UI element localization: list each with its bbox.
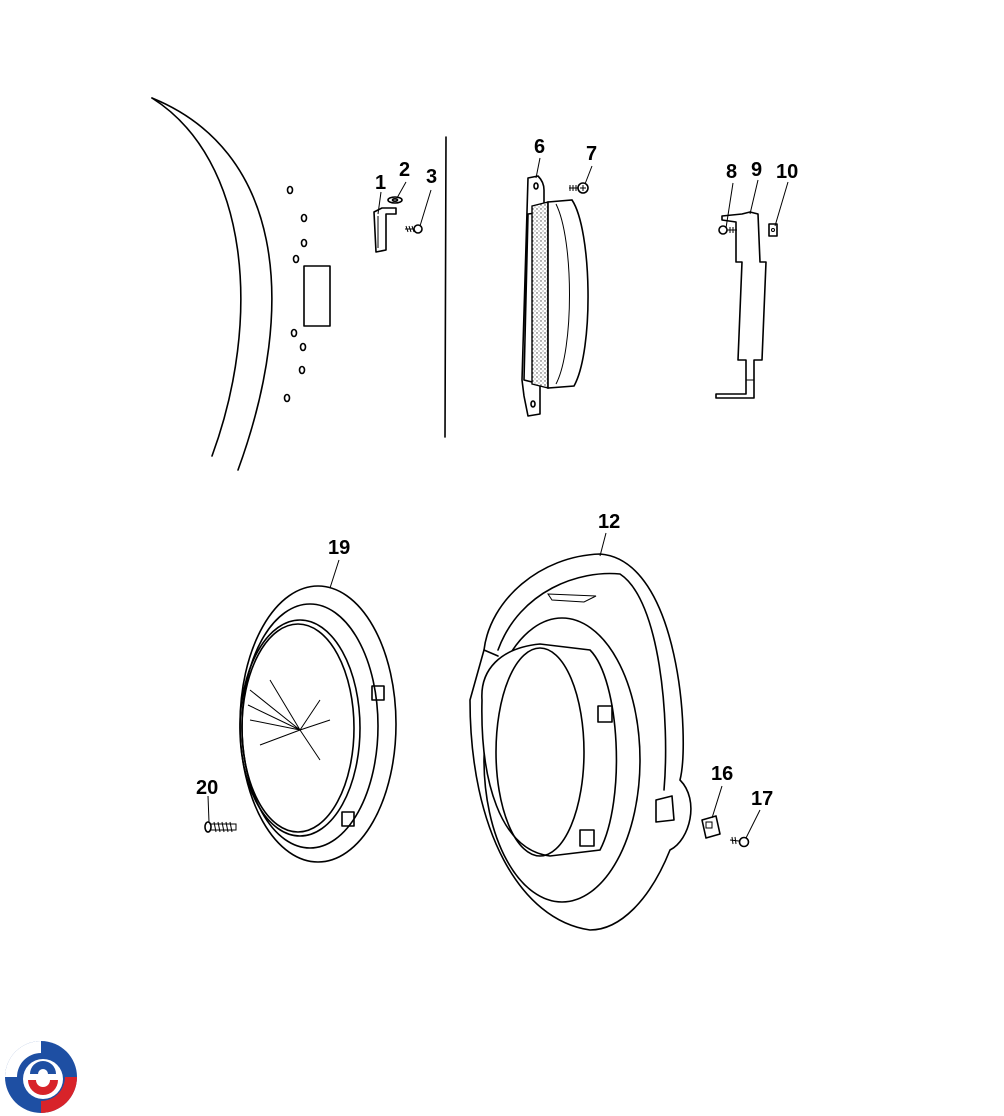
label-part-19: 19	[328, 537, 350, 559]
label-part-20: 20	[196, 777, 218, 799]
label-part-9: 9	[751, 159, 762, 181]
label-part-16: 16	[711, 763, 733, 785]
label-part-17: 17	[751, 788, 773, 810]
label-part-2: 2	[399, 159, 410, 181]
part-20-screw	[204, 821, 237, 833]
label-part-6: 6	[534, 136, 545, 158]
part-3-screw	[405, 224, 423, 234]
label-part-3: 3	[426, 166, 437, 188]
part-labels: 1 2 3 6 7 8 9 10 12 19 16 17 20	[196, 136, 798, 810]
label-part-1: 1	[375, 172, 386, 194]
label-part-12: 12	[598, 511, 620, 533]
front-panel	[151, 97, 447, 471]
label-part-7: 7	[586, 143, 597, 165]
part-16-clip	[701, 815, 721, 839]
part-10-nut	[768, 223, 778, 237]
label-part-8: 8	[726, 161, 737, 183]
leader-lines	[207, 157, 789, 839]
part-8-screw	[718, 225, 737, 235]
part-19-door-glass	[239, 585, 397, 863]
part-9-hinge-bracket	[715, 211, 767, 399]
swirl-logo-icon	[5, 1041, 77, 1113]
part-1-bracket	[373, 207, 397, 253]
part-12-door-frame	[469, 553, 692, 931]
part-17-screw	[729, 836, 750, 848]
part-6-door-handle	[521, 175, 589, 417]
label-part-10: 10	[776, 161, 798, 183]
part-2-washer	[387, 196, 403, 204]
part-7-screw	[569, 182, 589, 194]
